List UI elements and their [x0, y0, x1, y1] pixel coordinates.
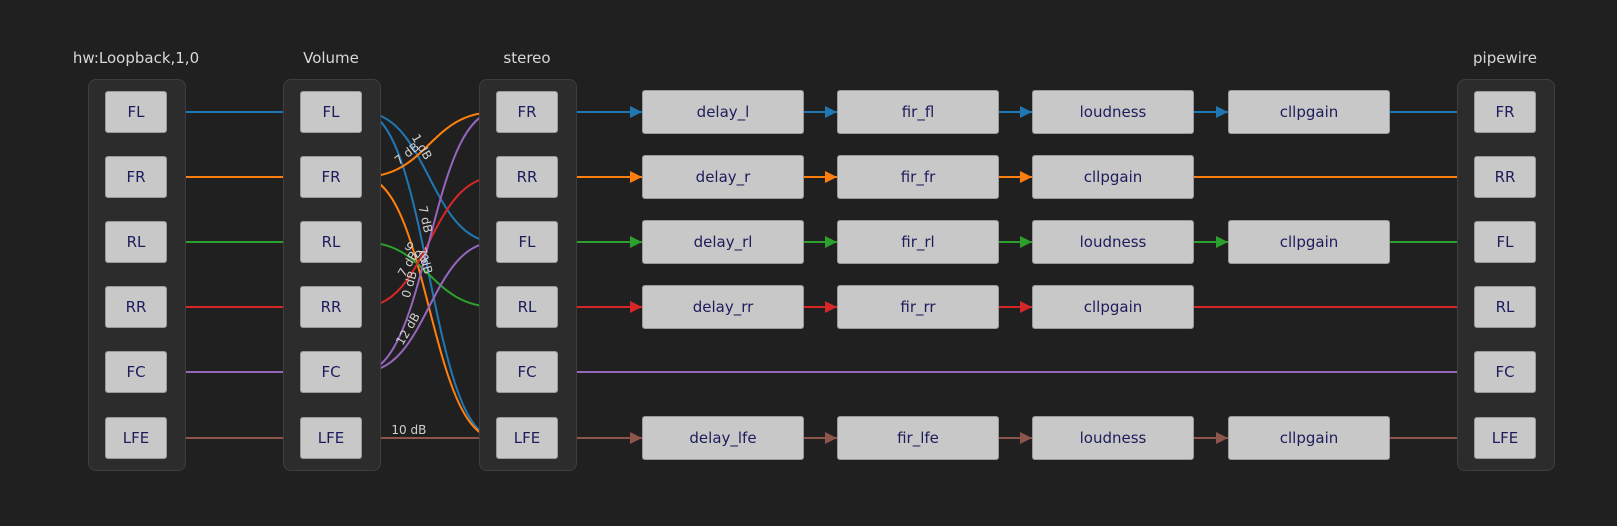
filter-cllpgain-row-rl[interactable]: cllpgain — [1032, 285, 1194, 329]
output-port-lfe[interactable]: LFE — [1474, 417, 1536, 459]
filter-fir-lfe-row-lfe[interactable]: fir_lfe — [837, 416, 999, 460]
stereo-port-fl[interactable]: FL — [496, 221, 558, 263]
output-port-rl[interactable]: RL — [1474, 286, 1536, 328]
filter-delay-lfe-row-lfe[interactable]: delay_lfe — [642, 416, 804, 460]
volume-port-rl[interactable]: RL — [300, 221, 362, 263]
filter-delay-r-row-rr[interactable]: delay_r — [642, 155, 804, 199]
mixer-link-fc-to-fr — [361, 106, 497, 373]
output-port-fc[interactable]: FC — [1474, 351, 1536, 393]
input-port-rr[interactable]: RR — [105, 286, 167, 328]
input-port-lfe[interactable]: LFE — [105, 417, 167, 459]
gain-label: 10 dB — [391, 423, 426, 437]
output-port-fl[interactable]: FL — [1474, 221, 1536, 263]
volume-port-fc[interactable]: FC — [300, 351, 362, 393]
stereo-port-rl[interactable]: RL — [496, 286, 558, 328]
mixer-link-fr-to-fr — [361, 106, 497, 178]
filter-loudness-row-fr[interactable]: loudness — [1032, 90, 1194, 134]
filter-fir-rr-row-rl[interactable]: fir_rr — [837, 285, 999, 329]
filter-delay-rr-row-rl[interactable]: delay_rr — [642, 285, 804, 329]
output-port-fr[interactable]: FR — [1474, 91, 1536, 133]
input-port-rl[interactable]: RL — [105, 221, 167, 263]
stereo-port-rr[interactable]: RR — [496, 156, 558, 198]
volume-port-rr[interactable]: RR — [300, 286, 362, 328]
gain-label: 7 dB — [416, 204, 436, 234]
filter-delay-rl-row-fl[interactable]: delay_rl — [642, 220, 804, 264]
volume-port-lfe[interactable]: LFE — [300, 417, 362, 459]
stereo-group-title: stereo — [503, 49, 551, 67]
filter-cllpgain-row-fr[interactable]: cllpgain — [1228, 90, 1390, 134]
gain-label: 12 dB — [393, 310, 423, 347]
volume-port-fr[interactable]: FR — [300, 156, 362, 198]
output-group-box — [1457, 79, 1555, 471]
input-port-fc[interactable]: FC — [105, 351, 167, 393]
filter-loudness-row-lfe[interactable]: loudness — [1032, 416, 1194, 460]
volume-group-box — [283, 79, 381, 471]
filter-loudness-row-fl[interactable]: loudness — [1032, 220, 1194, 264]
mixer-link-rl-to-rl — [361, 241, 497, 313]
filter-cllpgain-row-lfe[interactable]: cllpgain — [1228, 416, 1390, 460]
filter-fir-fl-row-fr[interactable]: fir_fl — [837, 90, 999, 134]
stereo-group-box — [479, 79, 577, 471]
input-port-fr[interactable]: FR — [105, 156, 167, 198]
filter-fir-rl-row-fl[interactable]: fir_rl — [837, 220, 999, 264]
filter-delay-l-row-fr[interactable]: delay_l — [642, 90, 804, 134]
volume-group-title: Volume — [303, 49, 359, 67]
volume-port-fl[interactable]: FL — [300, 91, 362, 133]
input-group-box — [88, 79, 186, 471]
output-port-rr[interactable]: RR — [1474, 156, 1536, 198]
stereo-port-fc[interactable]: FC — [496, 351, 558, 393]
filter-cllpgain-row-fl[interactable]: cllpgain — [1228, 220, 1390, 264]
stereo-port-fr[interactable]: FR — [496, 91, 558, 133]
mixer-link-fl-to-fl — [361, 111, 497, 248]
stereo-port-lfe[interactable]: LFE — [496, 417, 558, 459]
output-group-title: pipewire — [1473, 49, 1537, 67]
input-port-fl[interactable]: FL — [105, 91, 167, 133]
filter-fir-fr-row-rr[interactable]: fir_fr — [837, 155, 999, 199]
filter-cllpgain-row-rr[interactable]: cllpgain — [1032, 155, 1194, 199]
input-group-title: hw:Loopback,1,0 — [72, 49, 200, 67]
mixer-link-fc-to-fl — [361, 236, 497, 373]
